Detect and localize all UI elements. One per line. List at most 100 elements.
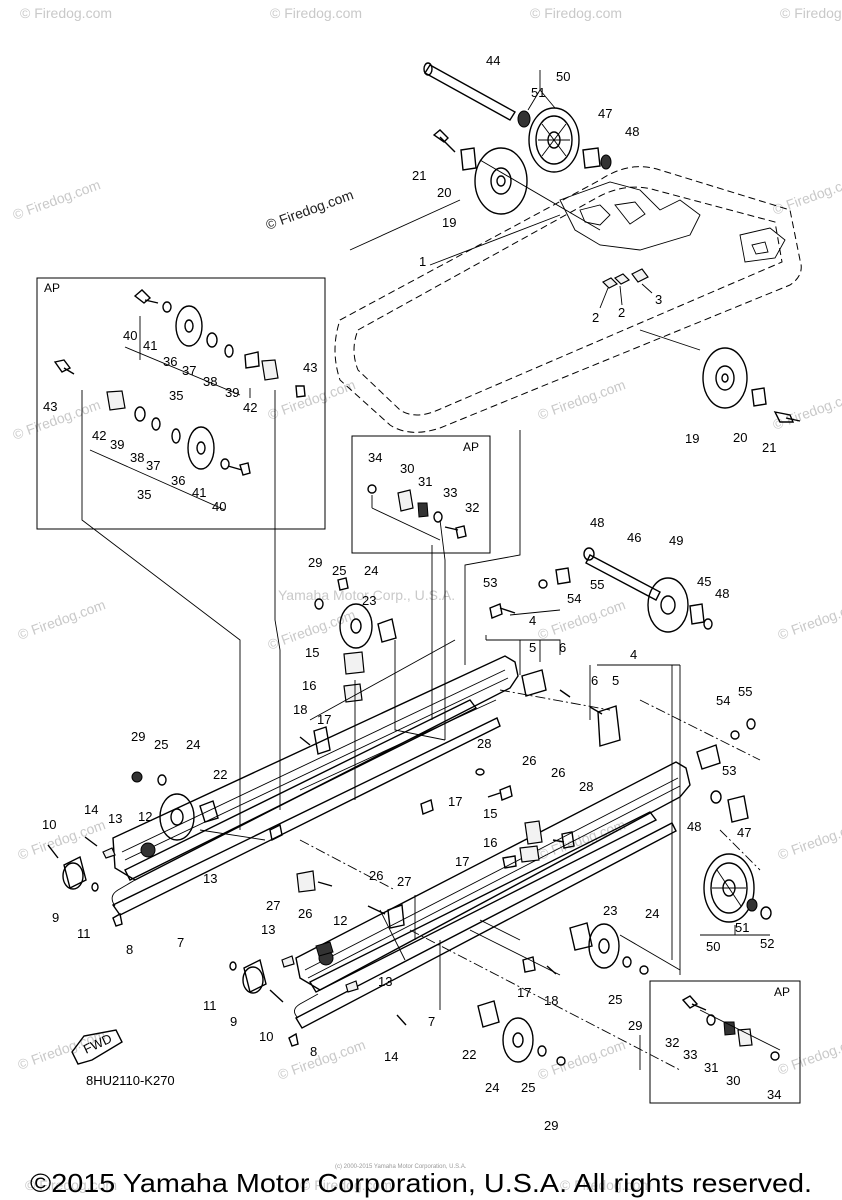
callout-51: 51: [531, 85, 545, 100]
callout-34: 34: [368, 450, 382, 465]
callout-17: 17: [517, 985, 531, 1000]
callout-54: 54: [716, 693, 730, 708]
callout-29: 29: [308, 555, 322, 570]
callout-5: 5: [612, 673, 619, 688]
callout-26: 26: [551, 765, 565, 780]
diagram-code: 8HU2110-K270: [86, 1073, 175, 1088]
callout-33: 33: [683, 1047, 697, 1062]
callout-43: 43: [43, 399, 57, 414]
watermark-firedog: © Firedog.com: [530, 5, 622, 21]
callout-48: 48: [715, 586, 729, 601]
callout-27: 27: [266, 898, 280, 913]
callout-24: 24: [186, 737, 200, 752]
callout-34: 34: [767, 1087, 781, 1102]
callout-9: 9: [230, 1014, 237, 1029]
callout-54: 54: [567, 591, 581, 606]
watermark-firedog: © Firedog.com: [276, 1036, 368, 1083]
callout-41: 41: [192, 485, 206, 500]
watermark-firedog-dark: © Firedog.com: [264, 186, 356, 233]
watermark-firedog: © Firedog.com: [776, 816, 842, 863]
callout-11: 11: [77, 926, 91, 941]
callout-13: 13: [108, 811, 122, 826]
callout-31: 31: [418, 474, 432, 489]
watermark-firedog: © Firedog.com: [536, 596, 628, 643]
callout-50: 50: [706, 939, 720, 954]
callout-16: 16: [483, 835, 497, 850]
ap-box-center: AP: [351, 435, 491, 554]
callout-46: 46: [627, 530, 641, 545]
callout-16: 16: [302, 678, 316, 693]
callout-37: 37: [146, 458, 160, 473]
callout-8: 8: [310, 1044, 317, 1059]
callout-7: 7: [177, 935, 184, 950]
track-clips: [599, 268, 653, 309]
small-notice: (c) 2000-2015 Yamaha Motor Corporation, …: [335, 1164, 467, 1170]
watermark-firedog: © Firedog.com: [776, 596, 842, 643]
callout-1: 1: [419, 254, 426, 269]
callout-10: 10: [42, 817, 56, 832]
callout-12: 12: [138, 809, 152, 824]
watermark-yamaha: Yamaha Motor Corp., U.S.A.: [278, 587, 455, 603]
callout-29: 29: [544, 1118, 558, 1133]
callout-25: 25: [154, 737, 168, 752]
callout-17: 17: [455, 854, 469, 869]
callout-8: 8: [126, 942, 133, 957]
callout-31: 31: [704, 1060, 718, 1075]
callout-18: 18: [293, 702, 307, 717]
callout-37: 37: [182, 363, 196, 378]
callout-48: 48: [687, 819, 701, 834]
callout-4: 4: [630, 647, 637, 662]
callout-39: 39: [225, 385, 239, 400]
callout-25: 25: [608, 992, 622, 1007]
callout-2: 2: [592, 310, 599, 325]
callout-12: 12: [333, 913, 347, 928]
callout-labels: 1 2 2 3 4 4 5 5 6 6 7 7 8 8 9 9 10 10 11…: [42, 53, 781, 1133]
watermark-firedog: © Firedog.com: [16, 596, 108, 643]
ap-box-right: AP: [649, 980, 801, 1104]
callout-52: 52: [760, 936, 774, 951]
callout-14: 14: [384, 1049, 398, 1064]
callout-28: 28: [477, 736, 491, 751]
watermark-firedog: © Firedog.com: [771, 171, 842, 218]
callout-17: 17: [317, 712, 331, 727]
callout-50: 50: [556, 69, 570, 84]
callout-45: 45: [697, 574, 711, 589]
callout-17: 17: [448, 794, 462, 809]
callout-47: 47: [737, 825, 751, 840]
callout-26: 26: [522, 753, 536, 768]
watermark-firedog: © Firedog.com: [25, 1177, 117, 1193]
callout-4: 4: [529, 613, 536, 628]
callout-30: 30: [400, 461, 414, 476]
callout-53: 53: [722, 763, 736, 778]
callout-20: 20: [733, 430, 747, 445]
callout-29: 29: [131, 729, 145, 744]
left-rail-parts: [47, 577, 397, 927]
callout-33: 33: [443, 485, 457, 500]
callout-9: 9: [52, 910, 59, 925]
watermark-firedog: © Firedog.com: [270, 5, 362, 21]
callout-19: 19: [442, 215, 456, 230]
callout-20: 20: [437, 185, 451, 200]
watermark-firedog: © Firedog.com: [20, 5, 112, 21]
ap-box-left: AP: [36, 277, 326, 530]
watermark-firedog: © Firedog.com: [771, 386, 842, 433]
copyright-notice: ©2015 Yamaha Motor Corporation, U.S.A. A…: [30, 1168, 812, 1198]
callout-43: 43: [303, 360, 317, 375]
callout-15: 15: [483, 806, 497, 821]
reference-lines: [81, 70, 770, 1071]
callout-13: 13: [203, 871, 217, 886]
callout-24: 24: [485, 1080, 499, 1095]
callout-38: 38: [203, 374, 217, 389]
callout-28: 28: [579, 779, 593, 794]
callout-42: 42: [92, 428, 106, 443]
callout-47: 47: [598, 106, 612, 121]
callout-53: 53: [483, 575, 497, 590]
watermark-firedog: © Firedog.com: [11, 176, 103, 223]
callout-15: 15: [305, 645, 319, 660]
callout-32: 32: [665, 1035, 679, 1050]
callout-55: 55: [738, 684, 752, 699]
callout-42: 42: [243, 400, 257, 415]
callout-10: 10: [259, 1029, 273, 1044]
callout-49: 49: [669, 533, 683, 548]
watermark-firedog: © Firedog.com: [776, 1031, 842, 1078]
